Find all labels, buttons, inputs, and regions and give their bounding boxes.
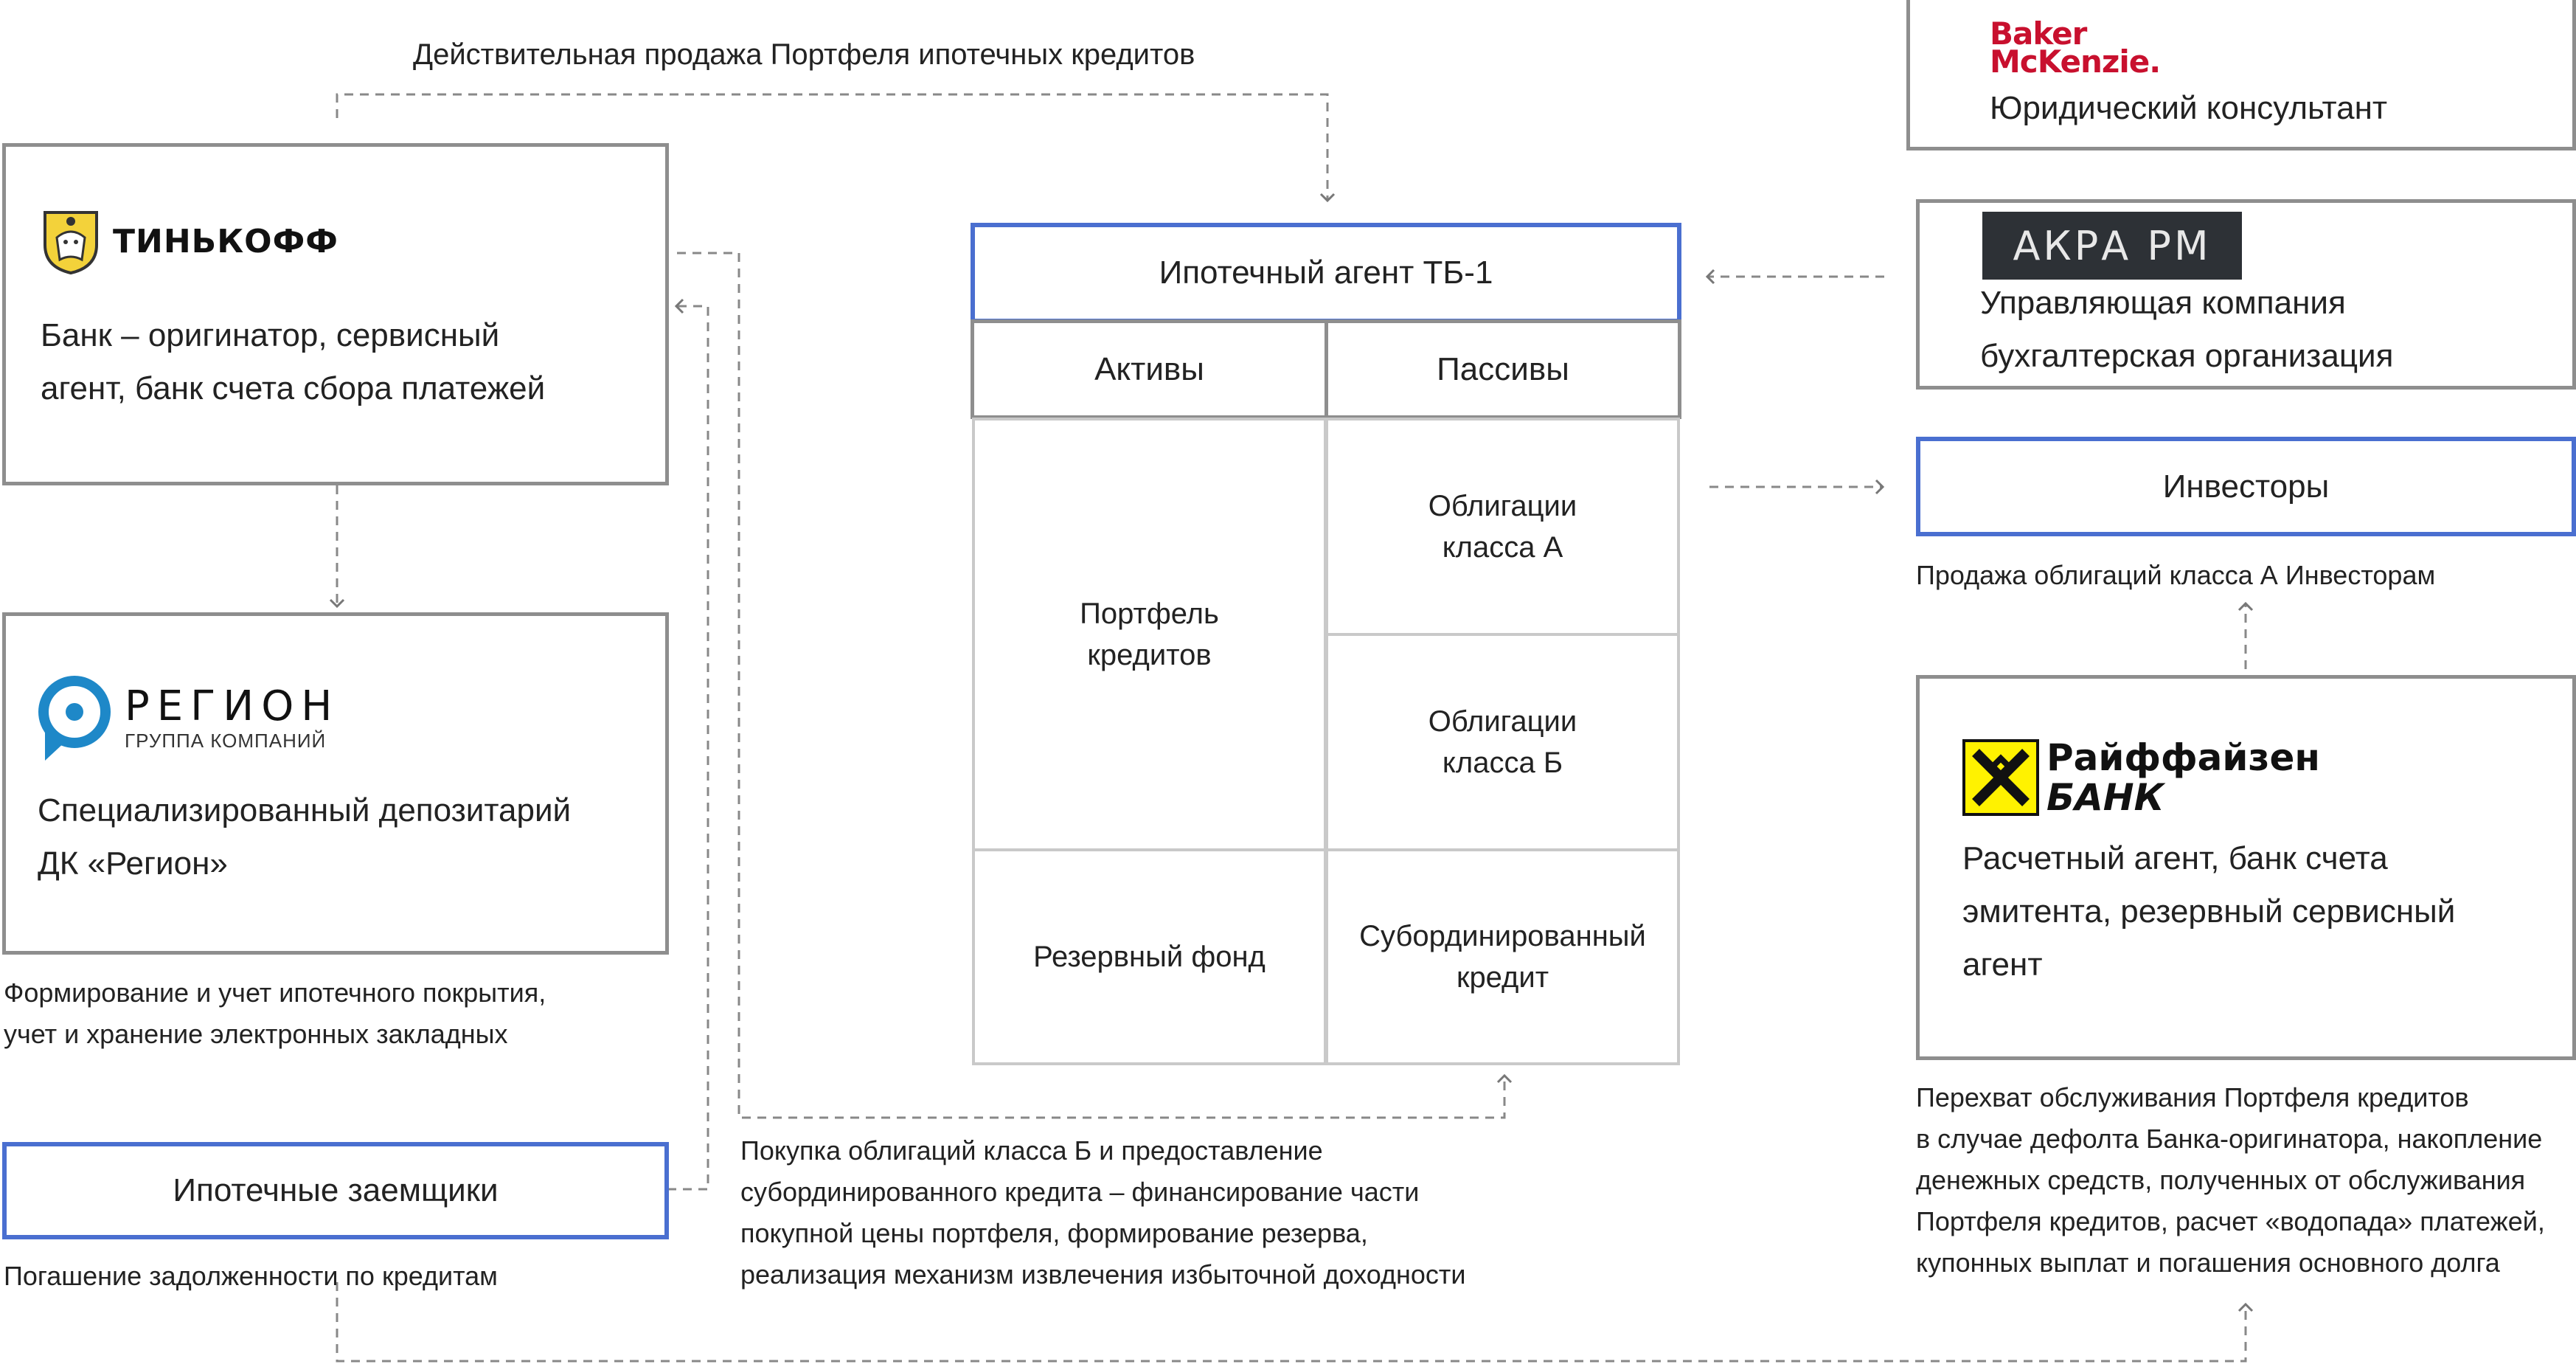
region-description: Специализированный депозитарий ДК «Регио… xyxy=(38,792,572,882)
tinkoff-logo: ТИНЬКОФФ xyxy=(41,208,339,274)
raiffeisen-box: Райффайзен БАНК Расчетный агент, банк сч… xyxy=(1916,675,2576,1060)
borrowers-caption: Погашение задолженности по кредитам xyxy=(4,1261,498,1291)
raiffeisen-description: Расчетный агент, банк счета эмитента, ре… xyxy=(1962,840,2456,983)
reserve-cell: Резервный фонд xyxy=(972,848,1327,1065)
agent-title-box: Ипотечный агент ТБ-1 xyxy=(971,223,1681,323)
tinkoff-emblem-icon xyxy=(44,211,98,274)
baker-logo: Baker McKenzie. xyxy=(1990,15,2161,80)
region-caption: Формирование и учет ипотечного покрытия,… xyxy=(4,977,546,1049)
investors-caption: Продажа облигаций класса А Инвесторам xyxy=(1916,560,2436,590)
baker-box: Baker McKenzie. Юридический консультант xyxy=(1906,0,2576,150)
region-logo: РЕГИОН ГРУППА КОМПАНИЙ xyxy=(38,675,339,762)
borrowers-box: Ипотечные заемщики xyxy=(2,1142,669,1239)
tinkoff-box: ТИНЬКОФФ Банк – оригинатор, сервисный аг… xyxy=(2,143,669,485)
raiffeisen-logo: Райффайзен БАНК xyxy=(1962,738,2320,817)
akra-logo: АКРА РМ xyxy=(1982,212,2242,280)
akra-box: АКРА РМ Управляющая компания бухгалтерск… xyxy=(1916,199,2576,390)
assets-header: Активы xyxy=(971,319,1328,419)
investors-label: Инвесторы xyxy=(2162,468,2330,505)
raiffeisen-emblem-icon xyxy=(1962,739,2039,816)
tinkoff-logo-text: ТИНЬКОФФ xyxy=(113,222,339,260)
sale-caption: Действительная продажа Портфеля ипотечны… xyxy=(413,38,1195,71)
agent-funding-caption: Покупка облигаций класса Б и предоставле… xyxy=(740,1135,1466,1290)
region-box: РЕГИОН ГРУППА КОМПАНИЙ Специализированны… xyxy=(2,612,669,955)
sale-connector xyxy=(336,93,1336,203)
raiffeisen-logo-line2: БАНК xyxy=(2046,776,2164,819)
agent-title: Ипотечный агент ТБ-1 xyxy=(1159,255,1493,291)
tinkoff-description: Банк – оригинатор, сервисный агент, банк… xyxy=(41,317,546,406)
liabilities-header: Пассивы xyxy=(1325,319,1681,419)
raiffeisen-logo-line1: Райффайзен xyxy=(2046,736,2320,779)
raiffeisen-caption: Перехват обслуживания Портфеля кредитов … xyxy=(1916,1082,2545,1278)
region-logo-text: РЕГИОН xyxy=(125,682,340,730)
investors-box: Инвесторы xyxy=(1916,437,2576,536)
akra-description: Управляющая компания бухгалтерская орган… xyxy=(1980,285,2394,374)
borrowers-raiffeisen-connector xyxy=(336,1282,2254,1363)
region-pin-icon xyxy=(38,676,111,761)
borrowers-tinkoff-connector xyxy=(667,298,709,1191)
baker-description: Юридический консультант xyxy=(1990,90,2388,126)
tinkoff-out-connector xyxy=(677,252,1513,1119)
borrowers-label: Ипотечные заемщики xyxy=(173,1172,499,1208)
region-logo-sub: ГРУППА КОМПАНИЙ xyxy=(125,730,327,752)
